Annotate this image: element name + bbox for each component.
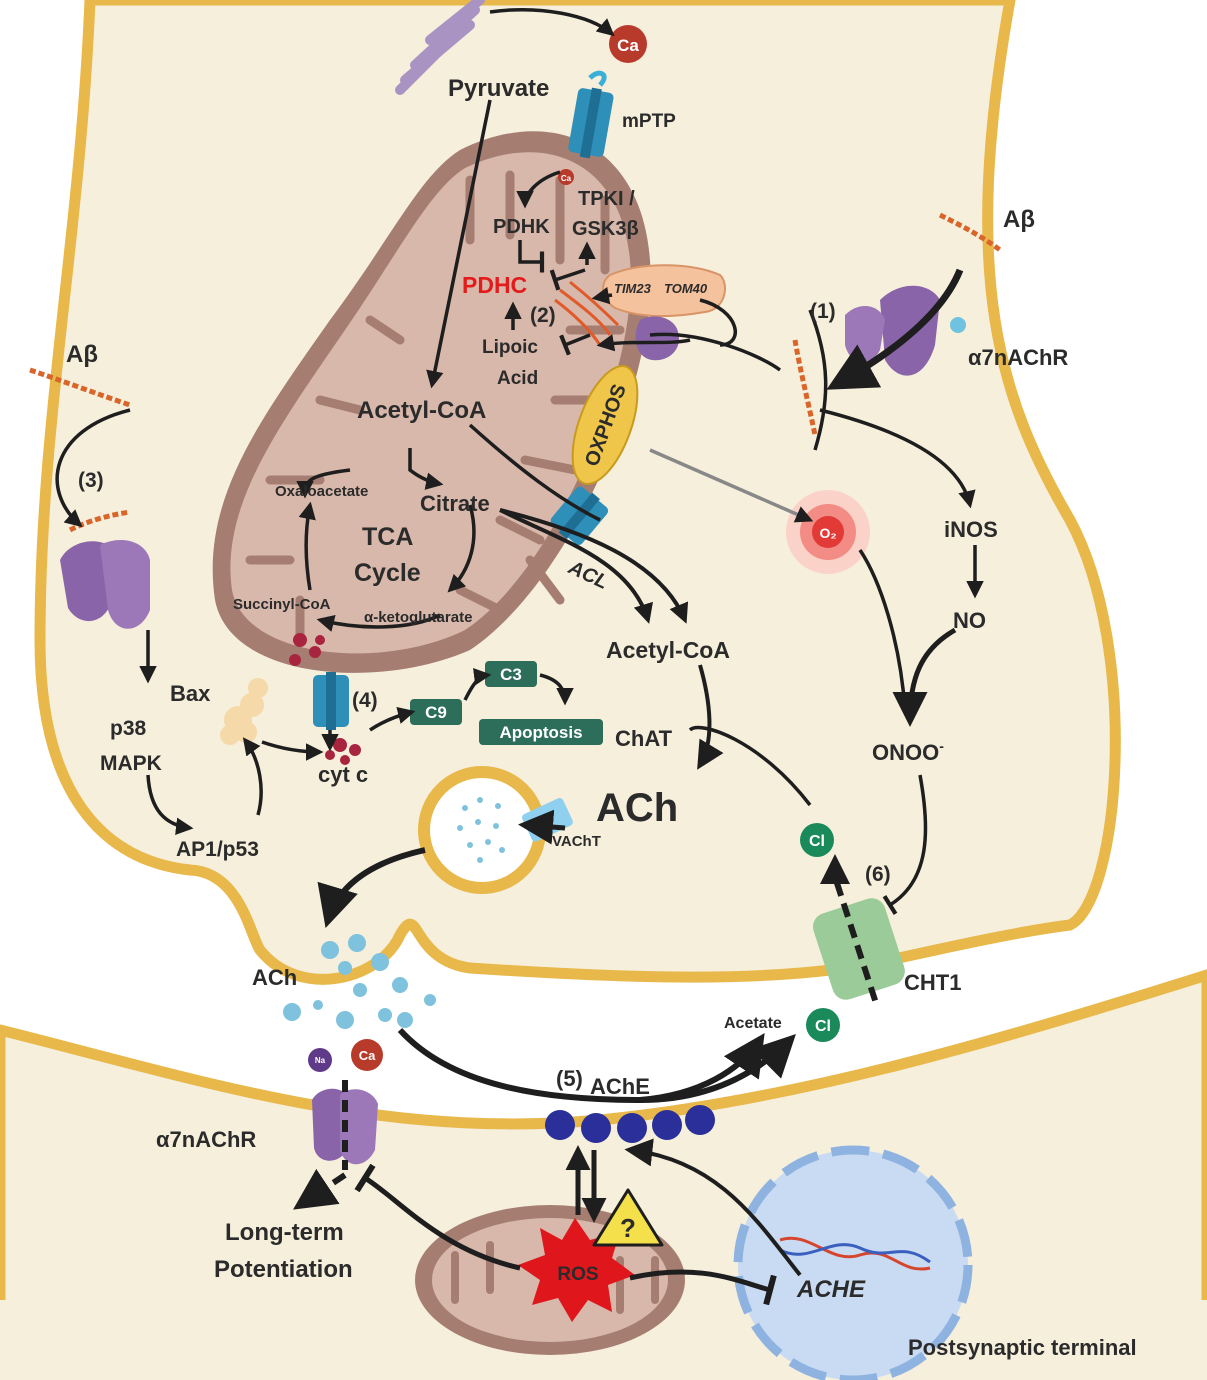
labels: Pyruvate Ca mPTP Ca PDHK TPKI / GSK3β PD…: [66, 36, 1137, 1360]
inos-label: iNOS: [944, 517, 998, 542]
pyruvate-label: Pyruvate: [448, 75, 549, 102]
tca-label-2: Cycle: [354, 559, 421, 587]
c3-label: C3: [500, 665, 522, 684]
succinylcoa-label: Succinyl-CoA: [233, 596, 331, 613]
cl-top-label: Cl: [809, 833, 825, 850]
acetylcoa-cyto-label: Acetyl-CoA: [606, 637, 730, 663]
endoplasmic-reticulum: [395, 0, 485, 95]
tpki-label-2: GSK3β: [572, 218, 639, 240]
tpki-label-1: TPKI /: [578, 188, 635, 210]
cht1-label: CHT1: [904, 970, 961, 995]
abeta-fibril-left: [29, 367, 131, 533]
vacht-label: VAChT: [552, 833, 601, 850]
na-label: Na: [315, 1056, 326, 1065]
cytc-label: cyt c: [318, 762, 368, 787]
superoxide: [786, 490, 870, 574]
c3-box: [485, 661, 537, 687]
postsynaptic-terminal-label: Postsynaptic terminal: [908, 1335, 1137, 1360]
c9-label: C9: [425, 703, 447, 722]
a7nachr-post-label: α7nAChR: [156, 1127, 256, 1152]
ca-ion-small: [558, 169, 574, 185]
mptp-channel: [568, 70, 614, 159]
apoptosis-label: Apoptosis: [499, 723, 582, 742]
step-3-label: (3): [78, 469, 104, 492]
onoo-main: ONOO: [872, 740, 939, 765]
cl-bottom-label: Cl: [815, 1018, 831, 1035]
abeta-left-label: Aβ: [66, 341, 98, 368]
step-1-label: (1): [810, 300, 836, 323]
ca-top-label: Ca: [617, 36, 639, 55]
ca-ion-post: [351, 1039, 383, 1071]
ach-big-label: ACh: [596, 786, 678, 830]
a7nachr-left: [60, 540, 150, 629]
question-mark: ?: [620, 1213, 636, 1243]
abeta-fibril-right: [792, 212, 1002, 436]
a7nachr-right-label: α7nAChR: [968, 345, 1068, 370]
acetylcoa-mito-label: Acetyl-CoA: [357, 397, 486, 424]
tim-tom-complex: [602, 264, 726, 361]
ache-gene-label: ACHE: [796, 1276, 866, 1303]
step-6-label: (6): [865, 863, 891, 886]
tca-label-1: TCA: [362, 523, 413, 551]
tom40-label: TOM40: [664, 281, 708, 296]
abeta-right-label: Aβ: [1003, 206, 1035, 233]
ap1-label: AP1/p53: [176, 838, 259, 861]
chat-label: ChAT: [615, 726, 673, 751]
onoo-label: ONOO-: [872, 738, 944, 765]
p38-label-2: MAPK: [100, 752, 162, 775]
ca-post-label: Ca: [359, 1048, 376, 1063]
pdhk-label: PDHK: [493, 216, 550, 238]
ach-cleft-molecules: [283, 934, 436, 1029]
pdhc-label: PDHC: [462, 272, 527, 298]
apoptosis-box: [479, 719, 603, 745]
ltp-label-1: Long-term: [225, 1219, 344, 1246]
ache-enzyme-label: AChE: [590, 1074, 650, 1099]
ros-label: ROS: [557, 1264, 598, 1285]
ca-ion-top: [609, 25, 647, 63]
onoo-superscript: -: [939, 738, 944, 754]
step-2-label: (2): [530, 304, 556, 327]
lipoic-label-1: Lipoic: [482, 337, 538, 358]
cht1-transporter: [812, 881, 905, 1008]
lipoic-label-2: Acid: [497, 368, 538, 389]
ach-cleft-label: ACh: [252, 965, 297, 990]
pathway-arrows: [55, 8, 984, 1306]
warning-icon: [592, 1188, 664, 1247]
c9-box: [410, 699, 462, 725]
tim23-label: TIM23: [614, 281, 652, 296]
acetate-label: Acetate: [724, 1015, 782, 1032]
ca-small-label: Ca: [561, 174, 572, 183]
mptp-label: mPTP: [622, 111, 676, 132]
ltp-label-2: Potentiation: [214, 1256, 353, 1283]
o2-label: O₂: [819, 525, 836, 541]
bax-label: Bax: [170, 681, 211, 706]
step-4-label: (4): [352, 689, 378, 712]
oxaloacetate-label: Oxaloacetate: [275, 483, 368, 500]
na-ion: [308, 1048, 332, 1072]
a7nachr-post: [312, 1080, 378, 1170]
step-5-label: (5): [556, 1066, 583, 1091]
no-label: NO: [953, 608, 986, 633]
citrate-label: Citrate: [420, 491, 490, 516]
cl-ion-top: [800, 823, 834, 857]
nucleus: [733, 1145, 973, 1380]
cytc-channel: [313, 672, 349, 730]
bax-protein: [220, 678, 268, 745]
cl-ion-bottom: [806, 1008, 840, 1042]
p38-label-1: p38: [110, 717, 147, 740]
oxphos-complex: [571, 365, 639, 485]
akg-label: α-ketoglutarate: [364, 609, 472, 626]
ache-enzymes: [545, 1105, 715, 1143]
